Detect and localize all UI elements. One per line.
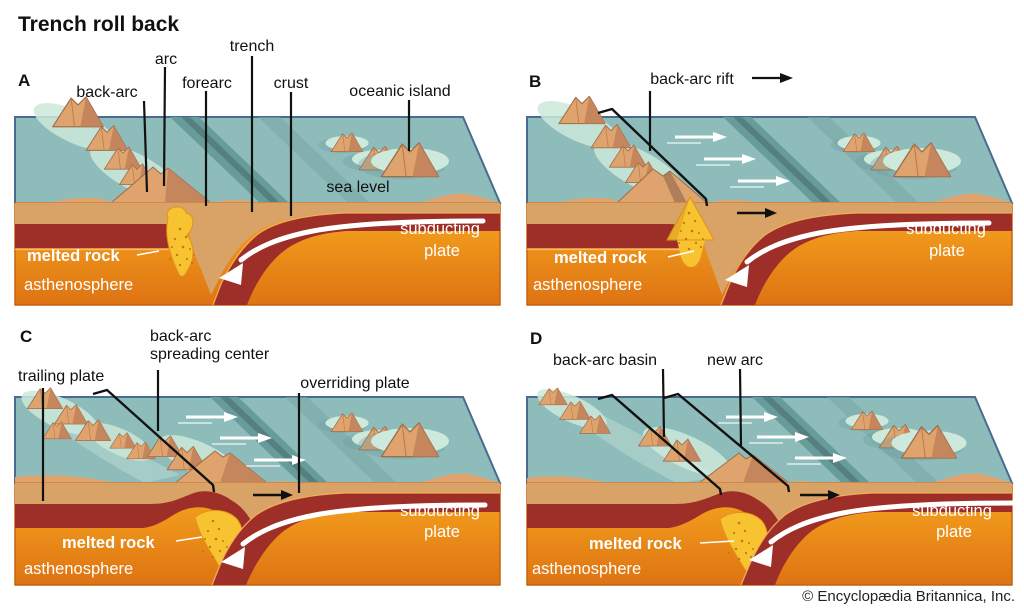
panel-b-labels: B back-arc rift melted rock asthenospher… — [529, 71, 986, 294]
rift-axis-line — [597, 107, 709, 207]
label-oceanic-island: oceanic island — [349, 83, 450, 100]
new-arc-axis-line — [663, 392, 791, 493]
label-asthenosphere: asthenosphere — [533, 276, 642, 294]
page-title: Trench roll back — [18, 13, 180, 36]
label-new-arc: new arc — [707, 352, 763, 369]
subducting-slab — [212, 493, 500, 585]
label-melted-rock: melted rock — [62, 534, 155, 552]
label-subducting-plate: plate — [424, 523, 460, 541]
label-forearc: forearc — [182, 75, 232, 92]
crust-layer — [527, 203, 1012, 295]
label-melted-rock: melted rock — [589, 535, 682, 553]
label-melted-rock: melted rock — [27, 247, 120, 265]
label-subducting-plate: plate — [936, 523, 972, 541]
panel-c-scene — [14, 387, 502, 586]
remnant-arc-land — [527, 476, 615, 483]
trailing-plate-land — [15, 475, 119, 483]
spreading-axis-line — [92, 388, 216, 493]
label-back-arc-spreading-1: back-arc — [150, 328, 211, 345]
rift-direction-arrow — [780, 73, 793, 83]
label-melted-rock: melted rock — [554, 249, 647, 267]
label-subducting: subducting — [400, 502, 480, 520]
rift-volcano — [666, 195, 715, 241]
label-subducting: subducting — [906, 220, 986, 238]
crust-layer — [15, 203, 500, 295]
basin-axis-line — [597, 393, 723, 496]
panel-a-scene — [14, 96, 502, 306]
label-back-arc-rift: back-arc rift — [650, 71, 734, 88]
label-back-arc-spreading-2: spreading center — [150, 346, 270, 363]
panel-b-scene — [526, 95, 1014, 306]
rift-valley — [663, 171, 687, 203]
panel-letter-d: D — [530, 329, 542, 348]
overriding-plate-layer — [15, 224, 193, 248]
panel-d-labels: D back-arc basin new arc melted rock ast… — [530, 329, 992, 578]
panel-d-scene — [526, 387, 1013, 586]
melted-rock-plume — [677, 240, 705, 268]
panel-letter-a: A — [18, 71, 30, 90]
overriding-plate-layer — [527, 224, 699, 248]
label-asthenosphere: asthenosphere — [532, 560, 641, 578]
label-subducting: subducting — [912, 502, 992, 520]
panel-a-labels: A back-arc arc forearc trench crust ocea… — [18, 38, 480, 294]
label-subducting-plate: plate — [424, 242, 460, 260]
label-back-arc-basin: back-arc basin — [553, 352, 657, 369]
label-asthenosphere: asthenosphere — [24, 560, 133, 578]
label-back-arc: back-arc — [76, 84, 137, 101]
label-subducting: subducting — [400, 220, 480, 238]
label-overriding-plate: overriding plate — [300, 375, 410, 392]
label-subducting-plate: plate — [929, 242, 965, 260]
subducting-slab — [721, 213, 1012, 305]
label-trailing-plate: trailing plate — [18, 368, 104, 385]
panel-letter-b: B — [529, 72, 541, 91]
label-crust: crust — [274, 75, 309, 92]
label-sea-level: sea level — [326, 179, 389, 196]
overriding-plate-layer — [527, 491, 785, 540]
panel-letter-c: C — [20, 327, 32, 346]
label-trench: trench — [230, 38, 274, 55]
copyright-notice: © Encyclopædia Britannica, Inc. — [802, 588, 1015, 605]
overriding-plate-layer — [15, 491, 258, 540]
label-arc: arc — [155, 51, 177, 68]
subducting-slab — [741, 493, 1012, 585]
panel-c-labels: C trailing plate back-arc spreading cent… — [18, 327, 480, 578]
label-asthenosphere: asthenosphere — [24, 276, 133, 294]
